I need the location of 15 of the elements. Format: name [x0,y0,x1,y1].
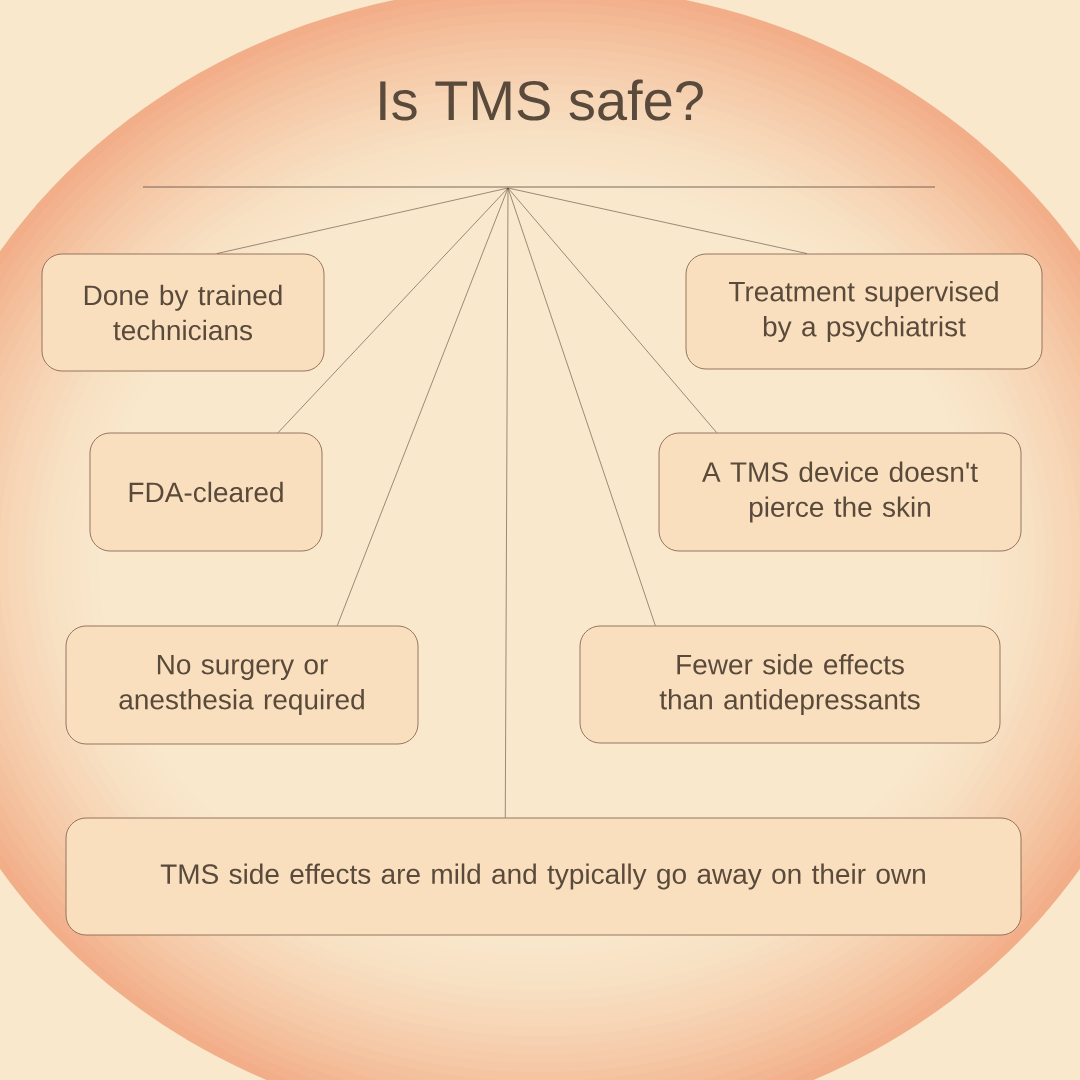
text-box: FDA-cleared [89,432,323,552]
connector-line [337,187,509,626]
text-box: A TMS device doesn't pierce the skin [658,432,1022,552]
connector-line [507,187,717,433]
connector-line [216,187,509,254]
connector-line [507,187,656,626]
text-box: No surgery or anesthesia required [65,625,419,745]
text-box: TMS side effects are mild and typically go away on their own [65,817,1022,936]
text-box: Fewer side effects than antidepressants [579,625,1001,744]
connector-line [507,187,808,254]
text-box: Done by trained technicians [41,253,325,372]
title: Is TMS safe? [380,79,703,121]
connector-line [277,187,509,433]
connector-line [504,187,509,818]
text-box: Treatment supervised by a psychiatrist [685,253,1043,370]
